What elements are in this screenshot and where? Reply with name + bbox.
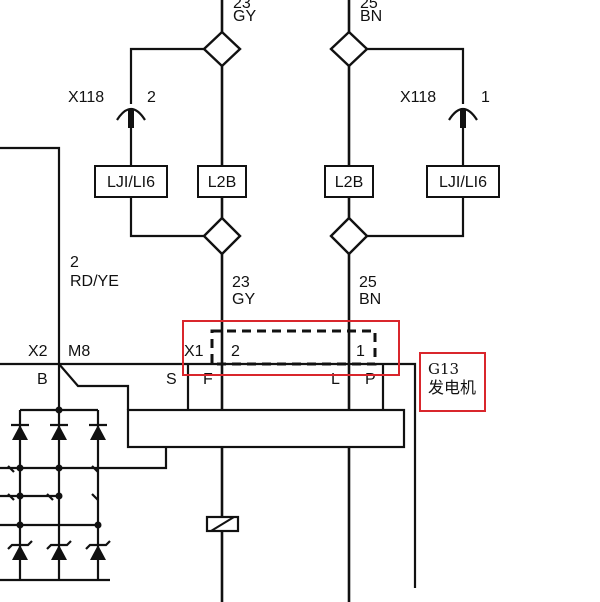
generator-outline	[0, 362, 417, 588]
option-box-right-inner-label: L2B	[335, 174, 363, 191]
splice-diamond-left-top	[202, 30, 242, 68]
connector-x1-pin-right: 1	[356, 343, 365, 360]
diode-lower-2-bar	[46, 540, 72, 550]
connector-x118-right-pin: 1	[481, 89, 490, 106]
terminal-l-label: L	[331, 371, 340, 388]
wire-rd-ye-number: 2	[70, 254, 79, 271]
wire-left-top-number: 23	[233, 0, 251, 12]
wire-b-internal	[58, 363, 130, 410]
wire-rd-ye-color: RD/YE	[70, 273, 119, 290]
option-box-right-outer	[426, 165, 500, 198]
plug-x118-right-pin	[460, 110, 466, 128]
diode-lower-3	[90, 545, 106, 560]
wire-right-branch-upper	[367, 47, 465, 104]
diode-mark	[7, 493, 15, 501]
rotor-winding-slash	[210, 516, 235, 532]
diode-mark	[46, 493, 54, 501]
wire-regulator-to-rectifier	[20, 447, 168, 470]
highlight-box-x1	[182, 320, 400, 376]
wire-left-bottom-number: 23	[232, 274, 250, 291]
connector-x118-left-name: X118	[68, 89, 104, 106]
terminal-p-label: P	[365, 371, 376, 388]
diode-upper-1	[12, 425, 28, 440]
wire-left-branch-lower	[129, 197, 204, 238]
terminal-b-label: B	[37, 371, 48, 388]
diode-mark	[7, 465, 15, 473]
diode-lower-2	[51, 545, 67, 560]
highlight-box-component	[419, 352, 486, 412]
splice-diamond-right-bottom	[329, 216, 369, 256]
diode-upper-3	[90, 425, 106, 440]
regulator-block	[126, 408, 406, 449]
connector-x1-pin-left: 2	[231, 343, 240, 360]
diode-mark	[91, 493, 99, 501]
option-box-right-outer-label: LJI/LI6	[439, 174, 487, 191]
wire-left-bottom-color: GY	[232, 291, 255, 308]
diode-lower-1-bar	[7, 540, 33, 550]
terminal-f-label: F	[203, 371, 213, 388]
connector-x118-left-pin: 2	[147, 89, 156, 106]
plug-x118-left	[116, 107, 146, 121]
option-box-left-outer	[94, 165, 168, 198]
diode-mark	[91, 465, 99, 473]
connector-x2-label: X2	[28, 343, 48, 360]
junction-dot	[55, 406, 63, 414]
wire-left-branch-upper	[129, 47, 204, 104]
connector-x1-name: X1	[184, 343, 204, 360]
terminal-s-label: S	[166, 371, 177, 388]
plug-x118-right	[448, 107, 478, 121]
splice-diamond-left-bottom	[202, 216, 242, 256]
wire-left-top-color: GY	[233, 8, 256, 25]
option-box-left-inner	[197, 165, 247, 198]
connector-x118-right-name: X118	[400, 89, 436, 106]
wire-right-top-number: 25	[360, 0, 378, 12]
component-id: G13	[428, 360, 459, 378]
component-name: 发电机	[428, 378, 476, 397]
wire-rd-ye	[0, 146, 61, 364]
plug-x118-left-pin	[128, 110, 134, 128]
diode-lower-1	[12, 545, 28, 560]
option-box-left-outer-label: LJI/LI6	[107, 174, 155, 191]
wire-right-branch-lower	[367, 197, 465, 238]
wire-right-top-color: BN	[360, 8, 382, 25]
wire-right-bottom-number: 25	[359, 274, 377, 291]
splice-diamond-right-top	[329, 30, 369, 68]
diode-upper-2	[51, 425, 67, 440]
wire-right-bottom-color: BN	[359, 291, 381, 308]
junction-dot	[55, 464, 63, 472]
diode-lower-3-bar	[85, 540, 111, 550]
connector-m8-label: M8	[68, 343, 90, 360]
option-box-left-inner-label: L2B	[208, 174, 236, 191]
